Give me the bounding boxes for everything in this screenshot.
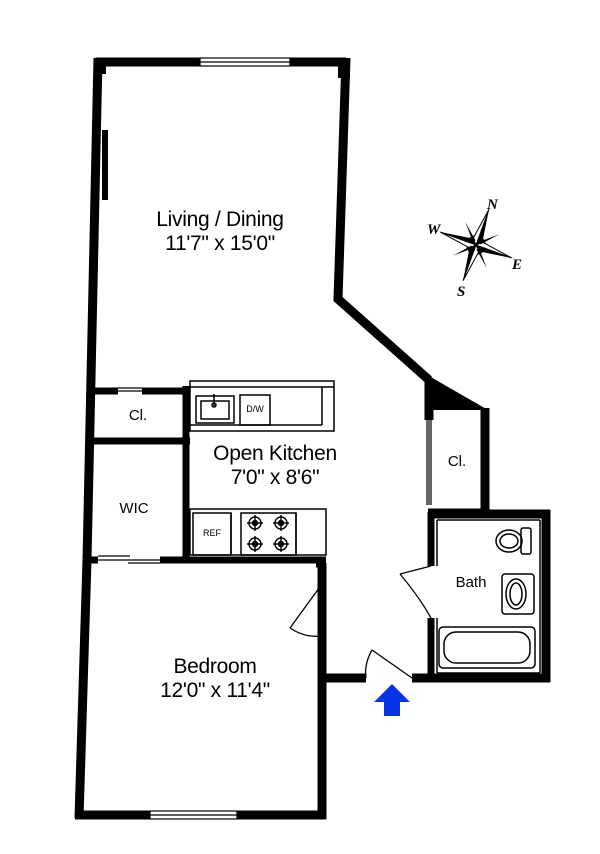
wic-label: WIC	[119, 500, 149, 517]
kitchen-label: Open Kitchen 7'0" x 8'6"	[190, 442, 360, 490]
stove-burners	[247, 515, 289, 552]
kitchen-name: Open Kitchen	[213, 442, 337, 465]
bedroom-label: Bedroom 12'0" x 11'4"	[125, 655, 305, 703]
compass-east: E	[512, 257, 523, 273]
kitchen-counter	[189, 380, 335, 556]
compass-west: W	[427, 222, 441, 238]
wall-corner-top-left	[94, 58, 106, 74]
refrigerator-label: REF	[203, 528, 221, 538]
living-room-label: Living / Dining 11'7" x 15'0"	[130, 208, 310, 256]
wall-column-left	[102, 130, 108, 200]
bath-inner-frame	[436, 519, 541, 674]
exterior-walls	[74, 57, 551, 820]
compass-north: N	[487, 197, 498, 213]
windows	[149, 57, 291, 820]
bath-fixtures	[438, 527, 536, 669]
closet-doors	[98, 387, 432, 564]
dishwasher-label: D/W	[246, 404, 264, 414]
kitchen-dims: 7'0" x 8'6"	[230, 466, 320, 490]
bedroom-name: Bedroom	[173, 655, 257, 678]
living-room-name: Living / Dining	[156, 208, 284, 231]
interior-walls	[86, 386, 488, 680]
closet-right-label: Cl.	[447, 453, 467, 470]
living-room-dims: 11'7" x 15'0"	[165, 232, 275, 256]
wall-corner-top-right	[338, 58, 350, 78]
closet-left-label: Cl.	[128, 407, 148, 424]
wall-wedge	[425, 376, 488, 410]
bath-label: Bath	[455, 574, 487, 591]
entry-arrow-icon	[374, 684, 410, 716]
compass-rose-icon	[440, 209, 512, 281]
bedroom-dims: 12'0" x 11'4"	[160, 679, 270, 703]
compass-south: S	[457, 284, 466, 300]
door-swings	[289, 565, 432, 679]
